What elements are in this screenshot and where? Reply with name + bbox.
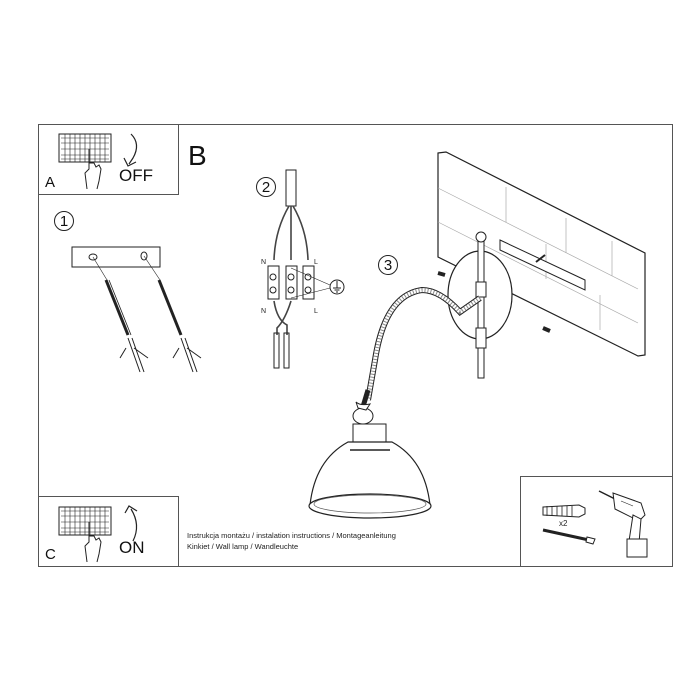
screw-icon bbox=[104, 279, 183, 336]
power-on-panel: C ON bbox=[38, 496, 179, 567]
ground-icon bbox=[290, 267, 345, 299]
screw-icon bbox=[437, 271, 446, 277]
wiring-diagram: N L N L bbox=[261, 169, 345, 369]
bracket-icon bbox=[499, 239, 586, 291]
circuit-breaker-icon bbox=[58, 506, 112, 563]
step-3-badge: 3 bbox=[378, 255, 398, 275]
wall-mount-illustration bbox=[365, 151, 646, 401]
wire-label-l-bottom: L bbox=[314, 308, 318, 315]
mounting-plate-with-plugs bbox=[71, 246, 202, 373]
wire-label-n-top: N bbox=[261, 259, 266, 266]
step-2-badge: 2 bbox=[256, 177, 276, 197]
caption-line-2: Kinkiet / Wall lamp / Wandleuchte bbox=[187, 542, 299, 551]
screw-icon bbox=[542, 326, 551, 333]
lamp-shade-icon bbox=[308, 389, 432, 519]
screw-icon bbox=[542, 528, 596, 545]
wall-icon bbox=[437, 151, 646, 357]
arrow-down-icon bbox=[123, 133, 138, 167]
off-label: OFF bbox=[119, 166, 153, 185]
wire-label-n-bottom: N bbox=[261, 308, 266, 315]
circuit-breaker-icon bbox=[58, 133, 112, 190]
tools-panel: x2 bbox=[520, 476, 673, 567]
step-1-badge: 1 bbox=[54, 211, 74, 231]
hand-icon bbox=[84, 149, 102, 190]
arrow-up-icon bbox=[124, 505, 138, 542]
panel-letter-a: A bbox=[45, 174, 56, 191]
power-drill-icon bbox=[598, 490, 648, 558]
wall-plug-icon bbox=[119, 337, 202, 373]
hand-icon bbox=[84, 522, 102, 563]
section-label: B bbox=[188, 140, 207, 171]
wall-plug-icon bbox=[542, 504, 586, 518]
power-off-panel: A OFF bbox=[38, 124, 179, 195]
panel-letter-c: C bbox=[45, 546, 56, 563]
quantity-label: x2 bbox=[559, 519, 568, 528]
wire-label-l-top: L bbox=[314, 259, 318, 266]
caption-line-1: Instrukcja montażu / instalation instruc… bbox=[187, 531, 396, 540]
on-label: ON bbox=[119, 538, 145, 557]
